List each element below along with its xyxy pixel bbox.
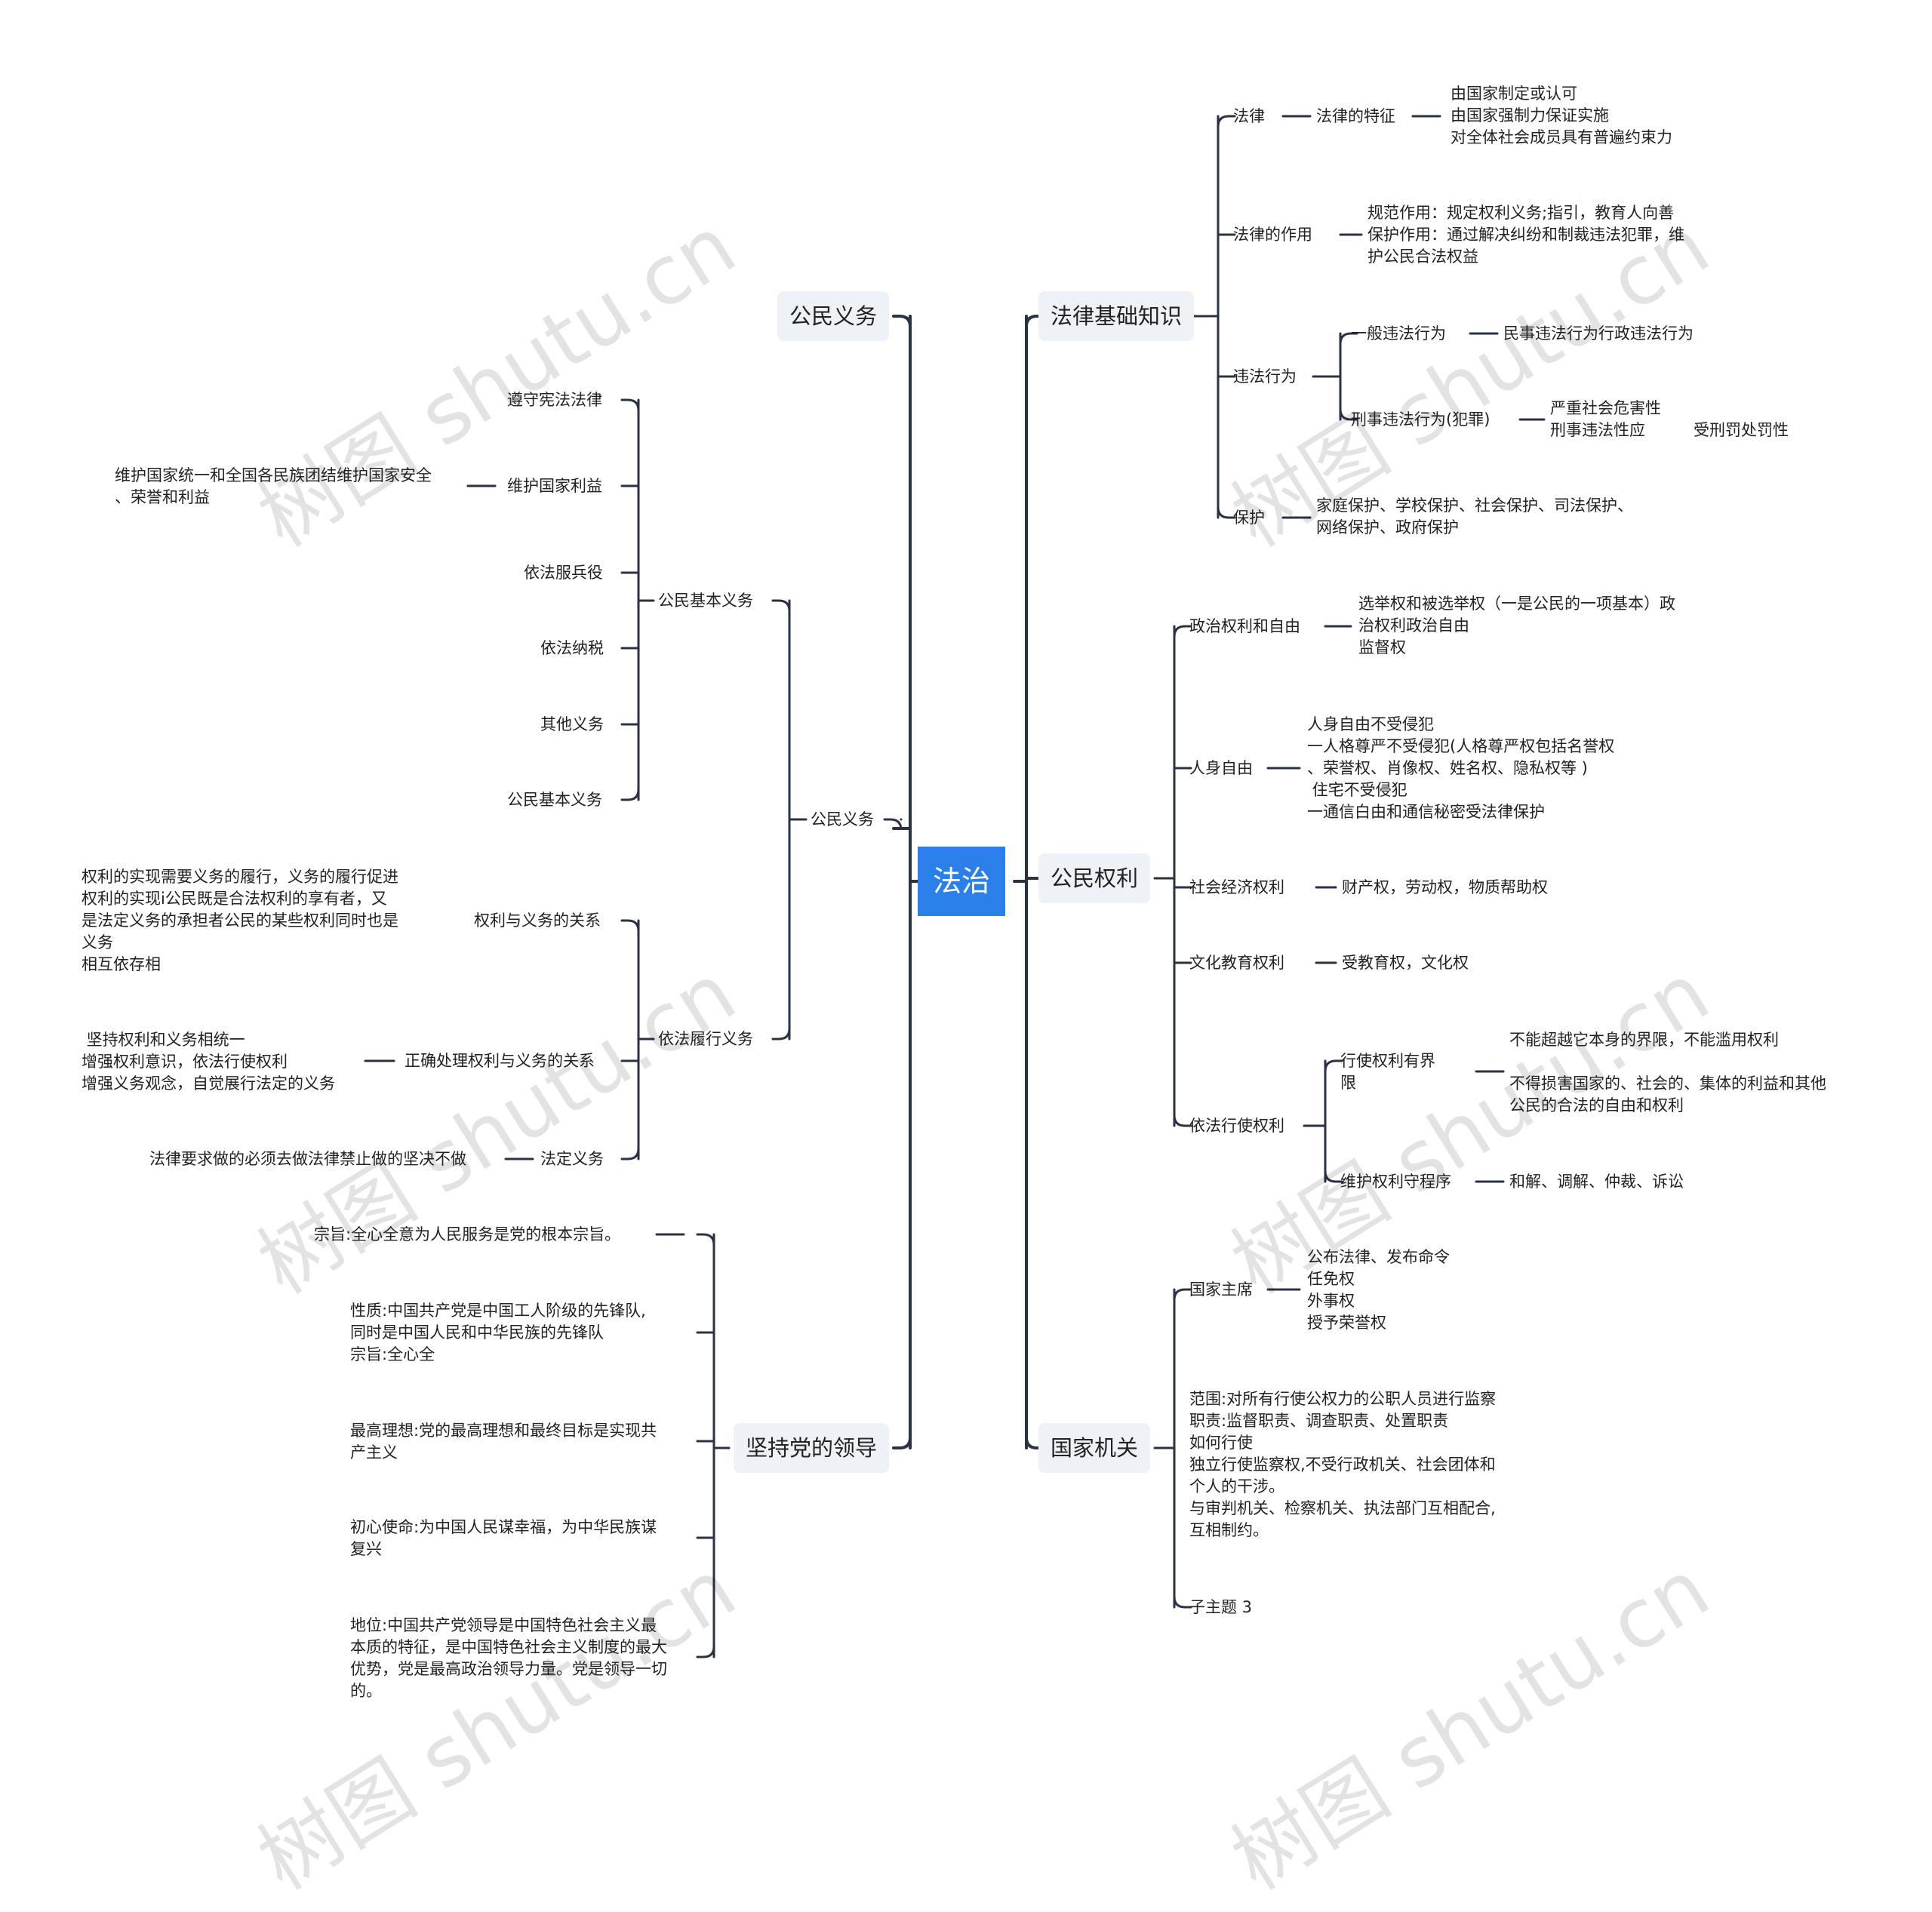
connector-line bbox=[1324, 1059, 1343, 1127]
node-party-item[interactable]: 宗旨:全心全意为人民服务是党的根本宗旨。 bbox=[314, 1225, 621, 1243]
connector-line bbox=[1173, 877, 1192, 1127]
node-personal-freedom[interactable]: 人身自由 bbox=[1189, 759, 1253, 777]
branch-citizen-duty[interactable]: 公民义务 bbox=[777, 291, 890, 341]
node-basic-duty[interactable]: 公民基本义务 bbox=[658, 592, 753, 610]
branch-legal-basics[interactable]: 法律基础知识 bbox=[1038, 291, 1195, 341]
node-state-president[interactable]: 国家主席 bbox=[1189, 1280, 1253, 1299]
node-general-illegal-text[interactable]: 民事违法行为行政违法行为 bbox=[1503, 324, 1694, 343]
connector-line bbox=[1217, 115, 1236, 318]
node-party-item[interactable]: 最高理想:党的最高理想和最终目标是实现共 产主义 bbox=[350, 1422, 657, 1462]
node-party-item[interactable]: 性质:中国共产党是中国工人阶级的先锋队, 同时是中国人民和中华民族的先锋队 宗旨… bbox=[350, 1302, 646, 1363]
node-culture-rights[interactable]: 文化教育权利 bbox=[1189, 954, 1284, 972]
connector-line bbox=[892, 880, 912, 1449]
node-socio-economic-text[interactable]: 财产权，劳动权，物质帮助权 bbox=[1342, 878, 1548, 896]
node-state-president-text[interactable]: 公布法律、发布命令 任免权 外事权 授予荣誉权 bbox=[1307, 1248, 1450, 1332]
node-rights-duty-relation-text[interactable]: 权利的实现需要义务的履行，义务的履行促进 权利的实现i公民既是合法权利的享有者，… bbox=[82, 868, 398, 973]
connector-line bbox=[1025, 315, 1044, 883]
root-topic[interactable]: 法治 bbox=[918, 847, 1006, 916]
connector-line bbox=[1173, 625, 1192, 880]
mindmap-canvas: 树图 shutu.cn 树图 shutu.cn 树图 shutu.cn 树图 s… bbox=[82, 85, 1826, 1908]
node-basic-duty-item[interactable]: 维护国家利益 bbox=[507, 477, 602, 495]
node-party-item[interactable]: 地位:中国共产党领导是中国特色社会主义最 本质的特征，是中国特色社会主义制度的最… bbox=[350, 1616, 667, 1700]
node-legal-duty-text[interactable]: 法律要求做的必须去做法律禁止做的坚决不做 bbox=[149, 1150, 466, 1168]
branch-party-leadership[interactable]: 坚持党的领导 bbox=[734, 1423, 890, 1473]
connector-line bbox=[620, 398, 640, 602]
node-protect-text[interactable]: 家庭保护、学校保护、社会保护、司法保护、 网络保护、政府保护 bbox=[1316, 496, 1633, 536]
node-rights-procedure-text[interactable]: 和解、调解、仲裁、诉讼 bbox=[1509, 1173, 1684, 1191]
connector-line bbox=[883, 818, 903, 831]
node-protect[interactable]: 保护 bbox=[1233, 509, 1265, 527]
node-perform-duty[interactable]: 依法履行义务 bbox=[658, 1030, 753, 1048]
node-law-features-text[interactable]: 由国家制定或认可 由国家强制力保证实施 对全体社会成员具有普遍约束力 bbox=[1451, 85, 1672, 146]
connector-line bbox=[771, 599, 791, 821]
node-personal-freedom-text[interactable]: 人身自由不受侵犯 一人格尊严不受侵犯(人格尊严权包括名誉权 、荣誉权、肖像权、姓… bbox=[1307, 715, 1615, 821]
connector-line bbox=[696, 1233, 715, 1449]
node-political-rights-text[interactable]: 选举权和被选举权（一是公民的一项基本）政 治权利政治自由 监督权 bbox=[1358, 595, 1675, 656]
node-culture-rights-text[interactable]: 受教育权，文化权 bbox=[1342, 954, 1469, 972]
node-political-rights[interactable]: 政治权利和自由 bbox=[1189, 617, 1300, 635]
branch-citizen-rights[interactable]: 公民权利 bbox=[1038, 853, 1151, 903]
node-citizen-duty-mid[interactable]: 公民义务 bbox=[811, 810, 874, 828]
node-general-illegal[interactable]: 一般违法行为 bbox=[1351, 324, 1446, 343]
node-basic-duty-item[interactable]: 其他义务 bbox=[540, 715, 604, 733]
node-law-role[interactable]: 法律的作用 bbox=[1233, 226, 1312, 244]
node-basic-duty-item[interactable]: 依法纳税 bbox=[540, 639, 604, 657]
node-law-role-text[interactable]: 规范作用：规定权利义务;指引，教育人向善 保护作用：通过解决纠纷和制裁违法犯罪，… bbox=[1367, 204, 1684, 266]
node-criminal-illegal-text[interactable]: 严重社会危害性 刑事违法性应 bbox=[1550, 399, 1661, 439]
node-correct-handling-text[interactable]: 坚持权利和义务相统一 增强权利意识，依法行使权利 增强义务观念，自觉展行法定的义… bbox=[82, 1031, 335, 1093]
node-rights-limit-b[interactable]: 不得损害国家的、社会的、集体的利益和其他 公民的合法的自由和权利 bbox=[1509, 1074, 1826, 1114]
node-correct-handling[interactable]: 正确处理权利与义务的关系 bbox=[405, 1052, 595, 1070]
node-criminal-illegal-extra[interactable]: 受刑罚处罚性 bbox=[1694, 421, 1789, 439]
connector-line bbox=[1173, 1288, 1192, 1449]
node-rights-duty-relation[interactable]: 权利与义务的关系 bbox=[474, 911, 601, 930]
node-basic-duty-item[interactable]: 依法服兵役 bbox=[524, 564, 603, 582]
connector-line bbox=[620, 599, 640, 801]
node-law[interactable]: 法律 bbox=[1233, 107, 1265, 125]
node-basic-duty-item[interactable]: 公民基本义务 bbox=[507, 791, 602, 809]
node-socio-economic-rights[interactable]: 社会经济权利 bbox=[1189, 878, 1284, 896]
node-basic-duty-item[interactable]: 遵守宪法法律 bbox=[507, 391, 602, 409]
node-rights-procedure[interactable]: 维护权利守程序 bbox=[1340, 1173, 1451, 1191]
connector-line bbox=[1173, 1446, 1192, 1609]
node-rights-limit-a[interactable]: 不能超越它本身的界限，不能滥用权利 bbox=[1509, 1031, 1779, 1049]
node-party-item[interactable]: 初心使命:为中国人民谋幸福，为中华民族谋 复兴 bbox=[350, 1518, 657, 1558]
node-law-features[interactable]: 法律的特征 bbox=[1316, 107, 1395, 125]
connector-line bbox=[1025, 880, 1044, 1449]
node-legal-duty[interactable]: 法定义务 bbox=[540, 1150, 604, 1168]
node-criminal-illegal[interactable]: 刑事违法行为(犯罪) bbox=[1351, 410, 1491, 429]
node-exercise-rights[interactable]: 依法行使权利 bbox=[1189, 1117, 1284, 1135]
connector-lines bbox=[364, 115, 1546, 1658]
connector-line bbox=[892, 315, 912, 883]
node-subtopic-3[interactable]: 子主题 3 bbox=[1189, 1598, 1253, 1616]
node-rights-limit[interactable]: 行使权利有界 限 bbox=[1340, 1052, 1435, 1092]
connector-line bbox=[771, 818, 791, 1041]
node-national-interest-text[interactable]: 维护国家统一和全国各民族团结维护国家安全 、荣誉和利益 bbox=[115, 466, 432, 506]
node-illegal-acts[interactable]: 违法行为 bbox=[1233, 367, 1297, 386]
node-supervision-text[interactable]: 范围:对所有行使公权力的公职人员进行监察 职责:监督职责、调查职责、处置职责 如… bbox=[1189, 1390, 1497, 1539]
branch-state-organs[interactable]: 国家机关 bbox=[1038, 1423, 1151, 1473]
